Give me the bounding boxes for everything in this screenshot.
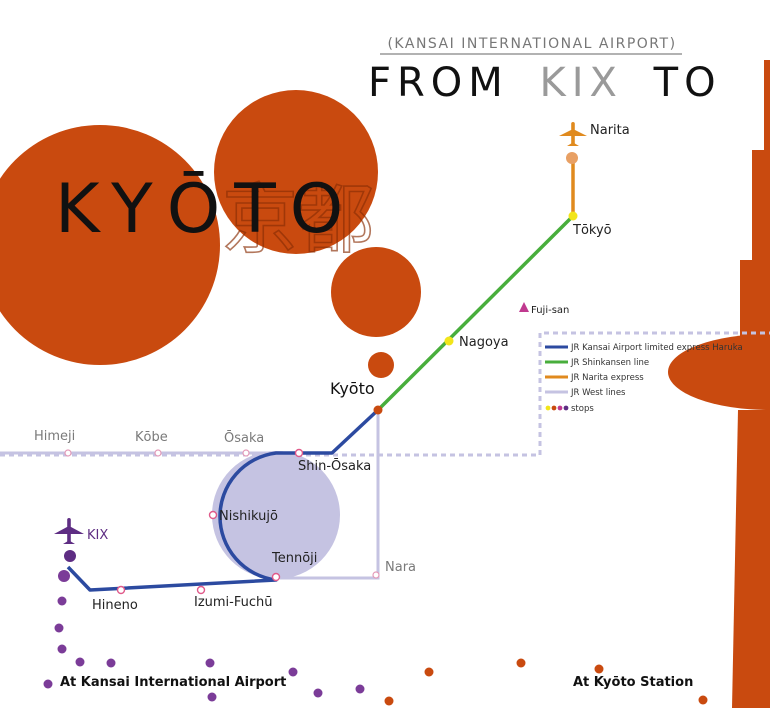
narita-airplane-icon [559,122,587,146]
kyoto-tower-silhouette [668,60,770,708]
kanji-watermark: 京都 [222,175,374,264]
stop-izumi-fuchu [196,585,206,595]
stop-tokyo [568,211,578,221]
label-kobe: Kōbe [135,430,168,445]
legend-stop-dot-3 [557,405,563,411]
shinkansen-line [376,214,575,412]
deco-circle-small [331,247,421,337]
fuji-icon [519,302,529,312]
legend-stop-dot-1 [545,405,551,411]
label-narita: Narita [590,123,630,138]
stop-hineno [116,585,126,595]
deco-circle-tiny [368,352,394,378]
narita-node [566,152,578,164]
stop-nishikujo [208,510,218,520]
header-title-from: FROM [368,60,509,106]
stop-nara [372,571,380,579]
legend-label-jr-west: JR West lines [570,388,626,398]
label-tennoji: Tennōji [271,551,317,566]
label-izumi-fuchu: Izumi-Fuchū [194,595,273,610]
header-title: FROM KIX TO [368,60,722,106]
deco-circle-medium [214,90,378,254]
jr-west-lines [0,410,380,580]
stop-kobe [154,449,162,457]
label-hineno: Hineno [92,598,138,613]
stop-himeji [64,449,72,457]
header-title-kix: KIX [540,60,623,106]
orange-dot-trail [384,658,708,706]
legend-stop-dot-2 [551,405,557,411]
big-title-kyoto: KYŌTO [55,170,357,249]
label-nishikujo: Nishikujō [219,509,278,524]
haruka-line [66,408,380,592]
label-nara: Nara [385,560,416,575]
label-himeji: Himeji [34,429,75,444]
label-tokyo: Tōkyō [572,223,612,238]
label-kix: KIX [87,528,108,543]
stop-osaka [242,449,250,457]
label-shin-osaka: Shin-Ōsaka [298,459,371,474]
legend-label-stops: stops [571,404,594,414]
footer-label-airport: At Kansai International Airport [60,675,286,690]
osaka-loop [212,451,340,579]
legend: JR Kansai Airport limited express Haruka… [545,343,743,414]
legend-label-narita: JR Narita express [570,373,644,383]
legend-label-shinkansen: JR Shinkansen line [570,358,649,368]
label-kyoto: Kyōto [330,379,375,398]
station-stops [64,211,578,595]
stop-kyoto [373,405,383,415]
purple-dot-trail [43,570,365,702]
label-nagoya: Nagoya [459,335,509,350]
deco-circle-large [0,125,220,365]
header-title-to: TO [653,60,722,106]
stop-shin-osaka [294,448,304,458]
label-osaka: Ōsaka [224,431,264,446]
legend-label-haruka: JR Kansai Airport limited express Haruka [570,343,743,353]
stop-kix [64,550,76,562]
header-subtitle: (KANSAI INTERNATIONAL AIRPORT) [387,36,676,52]
stop-nagoya [444,336,454,346]
legend-stop-dot-4 [563,405,569,411]
kix-airplane-icon [54,518,84,544]
label-fuji: Fuji-san [531,305,569,316]
stop-tennoji [271,572,281,582]
footer-label-kyoto-station: At Kyōto Station [573,675,693,690]
